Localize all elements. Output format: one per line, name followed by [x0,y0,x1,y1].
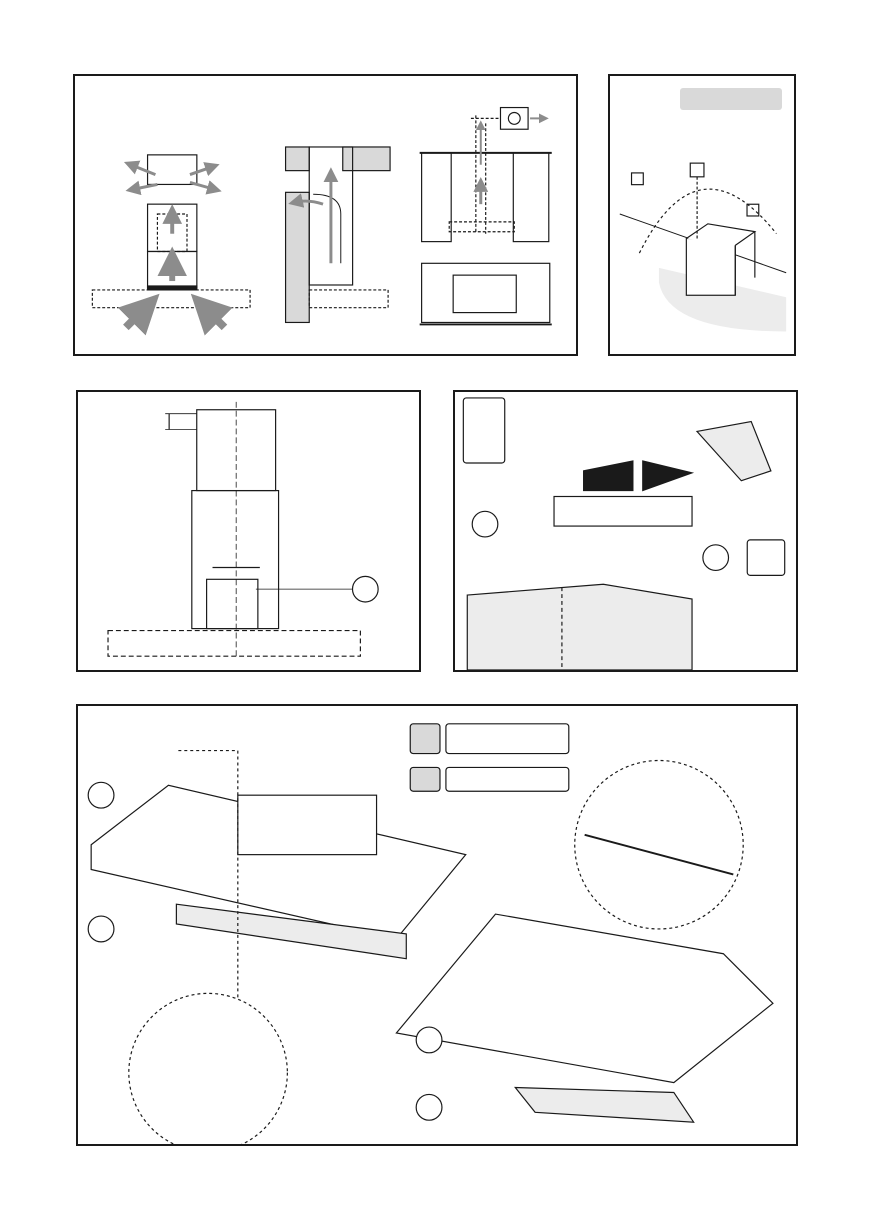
ventilation-modes-panel [73,74,578,356]
wall-plug-icon [462,397,506,464]
recirculation-hood-diagram [91,154,251,336]
glass-panel-installation-illustration [87,723,774,1144]
wall-duct-diagram [284,146,391,324]
wall-bracket-illustration [619,162,787,332]
ventilation-modes-illustration [91,106,552,336]
glass-panel-installation-panel [76,704,798,1146]
fixing-screw-icon [746,539,786,576]
chimney-dimensions-illustration [107,401,379,659]
label-placeholder-box [680,88,782,110]
chimney-dimensions-panel [76,390,421,672]
wall-bracket-installation-panel [453,390,798,672]
wall-bracket-position-panel [608,74,796,356]
wall-bracket-installation-illustration [462,397,786,670]
drill-icon [695,420,772,482]
ceiling-duct-diagram [419,106,552,326]
